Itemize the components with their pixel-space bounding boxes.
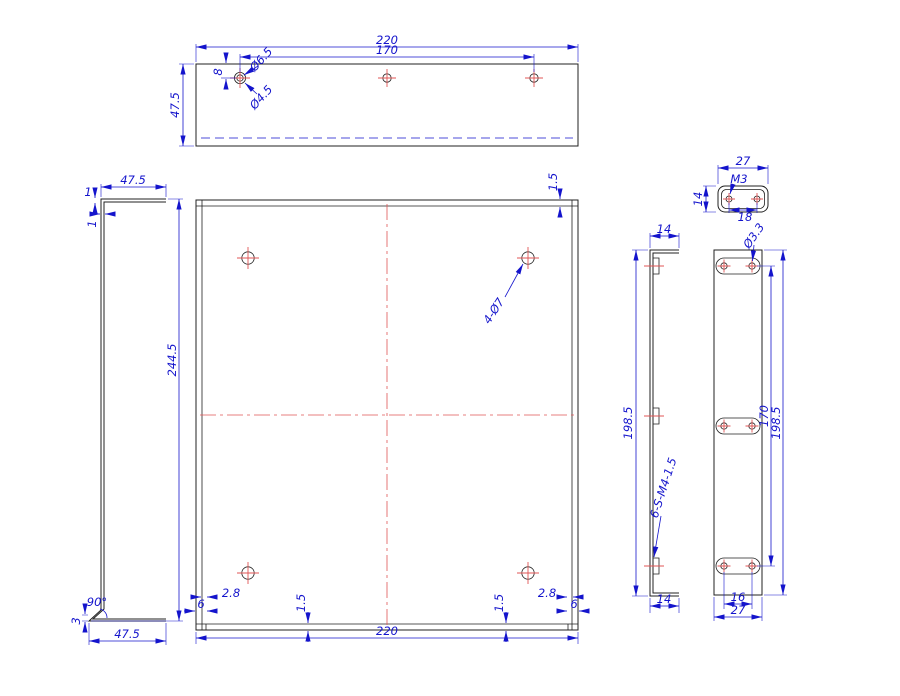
hole — [745, 419, 759, 433]
hole — [723, 193, 735, 205]
dim-bracket-27: 27 — [736, 154, 751, 168]
dim-plate-170: 170 — [757, 405, 771, 427]
callout-dia-6_5: Ø6.5 — [246, 44, 275, 74]
view-left-profile: 90° 1 1 47.5 244.5 3 47.5 — [69, 173, 183, 645]
angle-90: 90° — [87, 595, 107, 609]
dim-left-47_5-top: 47.5 — [120, 173, 146, 187]
hole — [237, 247, 259, 269]
dim-6-left: 6 — [197, 597, 204, 611]
dim-plate-198_5: 198.5 — [769, 407, 783, 440]
view-top-flange: 220 170 8 47.5 Ø6.5 Ø4.5 — [168, 33, 579, 147]
dim-1_5-bottom-left: 1.5 — [294, 594, 308, 612]
dim-side-14-bottom: 14 — [657, 592, 672, 606]
view-right-plate: Ø3.3 170 198.5 16 27 — [713, 220, 787, 621]
callout-m3: M3 — [730, 172, 747, 186]
dim-2_8-right: 2.8 — [538, 586, 556, 600]
dim-bracket-14: 14 — [691, 192, 705, 207]
view-bracket-top: 27 M3 18 14 — [691, 154, 769, 224]
dim-thk-1b: 1 — [85, 220, 99, 227]
dim-front-220: 220 — [376, 624, 398, 638]
callout-dia-3_3: Ø3.3 — [740, 220, 768, 251]
dim-left-47_5-bottom: 47.5 — [114, 627, 140, 641]
callout-dia-4_5: Ø4.5 — [246, 82, 275, 112]
dim-1_5-bottom-right: 1.5 — [492, 594, 506, 612]
dim-side-14-top: 14 — [657, 222, 672, 236]
dim-6-right: 6 — [570, 597, 577, 611]
dim-thk-1a: 1 — [84, 185, 91, 199]
callout-4xdia7: 4-Ø7 — [480, 295, 507, 327]
hole — [517, 562, 539, 584]
callout-6-s-m4-1_5: 6-S-M4-1.5 — [647, 456, 680, 520]
hole — [378, 69, 396, 87]
dim-plate-27: 27 — [731, 603, 746, 617]
dim-plate-16: 16 — [731, 590, 746, 604]
hole — [717, 259, 731, 273]
dim-1_5-top: 1.5 — [546, 173, 560, 191]
dim-3: 3 — [69, 617, 83, 624]
dim-top-47_5: 47.5 — [168, 92, 182, 118]
hole — [717, 419, 731, 433]
dim-244_5: 244.5 — [165, 344, 179, 377]
hole — [745, 559, 759, 573]
hole — [717, 559, 731, 573]
view-side-profile: 14 198.5 6-S-M4-1.5 14 — [621, 222, 680, 613]
dim-2_8-left: 2.8 — [222, 586, 240, 600]
dim-bracket-18: 18 — [738, 210, 753, 224]
hole — [237, 562, 259, 584]
dim-top-170: 170 — [376, 43, 398, 57]
hole — [745, 259, 759, 273]
dim-top-8: 8 — [211, 68, 225, 75]
dim-side-198_5: 198.5 — [621, 407, 635, 440]
dim-top-220: 220 — [376, 33, 398, 47]
hole — [517, 247, 539, 269]
view-front-panel: 4-Ø7 1.5 2.8 6 1.5 1.5 2.8 6 220 — [184, 173, 590, 644]
